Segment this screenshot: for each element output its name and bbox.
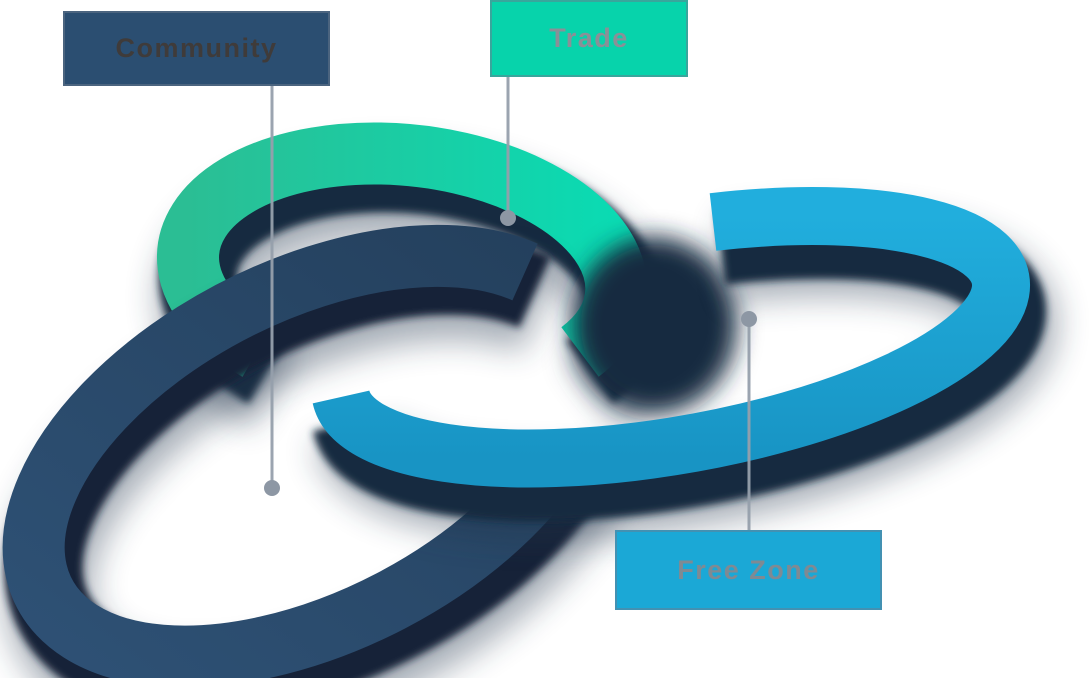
community-ring-face: [2, 224, 592, 678]
ring-link-shadow: [573, 237, 737, 413]
free-zone-label: Free Zone: [615, 530, 882, 610]
community-label-text: Community: [115, 33, 278, 63]
trade-connector-dot: [500, 210, 516, 226]
trade-label: Trade: [490, 0, 688, 77]
free-zone-label-text: Free Zone: [677, 554, 820, 585]
community-ring: [2, 224, 618, 678]
community-label: Community: [63, 11, 330, 86]
trade-label-text: Trade: [549, 23, 629, 53]
free-zone-connector-dot: [741, 311, 757, 327]
free-zone-ring-face: [312, 187, 1030, 488]
community-connector-dot: [264, 480, 280, 496]
free-zone-ring: [312, 187, 1057, 539]
connectors: [264, 77, 757, 530]
